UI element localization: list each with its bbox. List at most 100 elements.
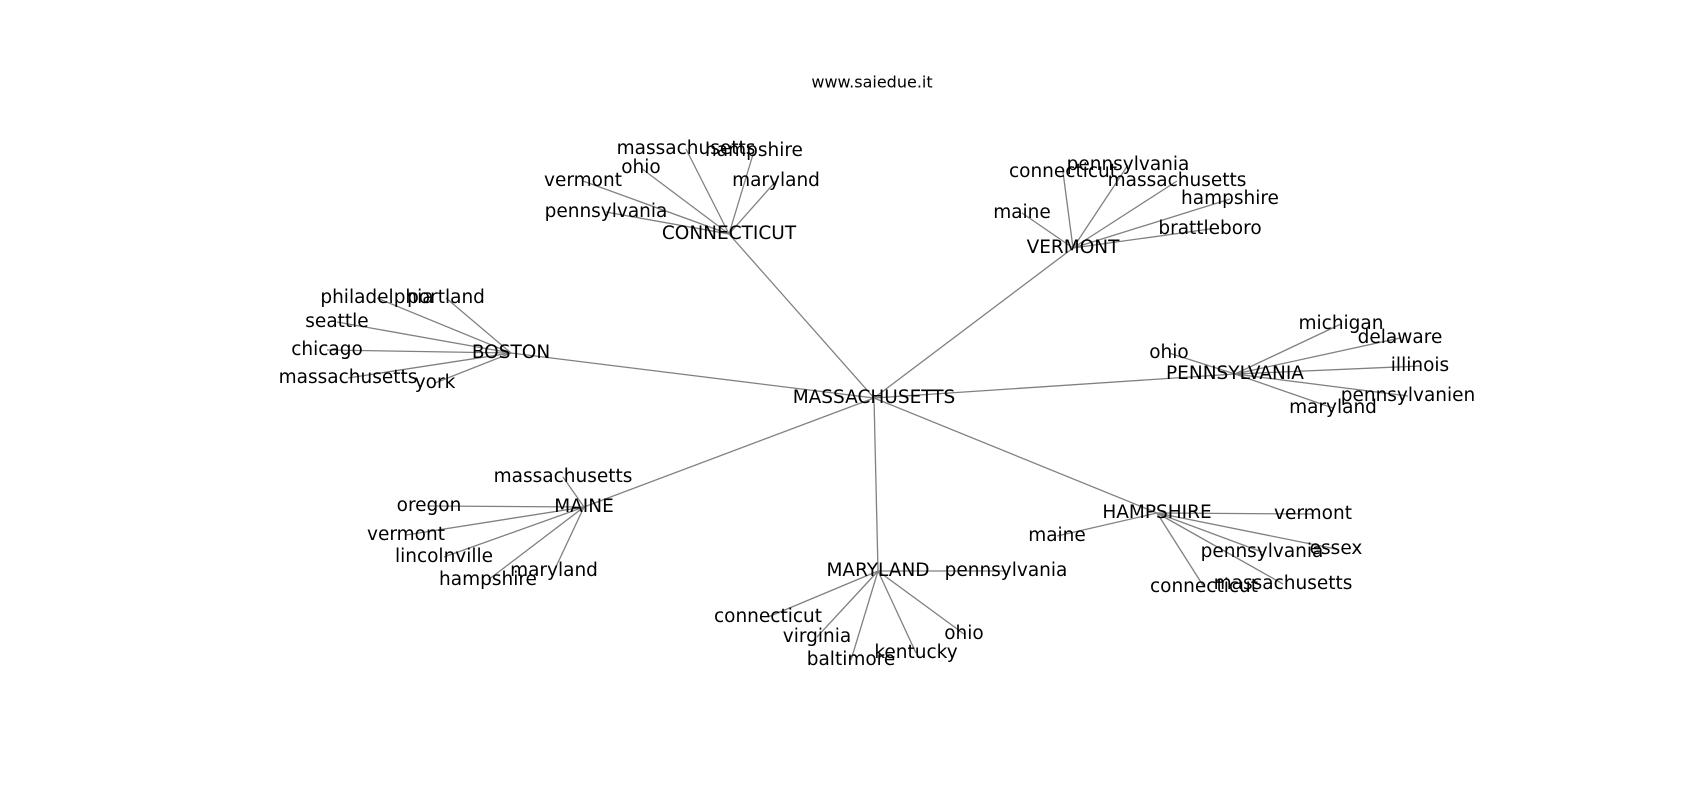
edge-maryland-ohio	[877, 570, 965, 635]
edge-hampshire-pennsylvania	[1156, 512, 1263, 553]
edge-vermont-pennsylvania	[1072, 164, 1129, 249]
hub-node-connecticut: CONNECTICUT	[662, 223, 797, 244]
leaf-node-maryland-kentucky: kentucky	[874, 642, 957, 663]
edge-pennsylvania-illinois	[1234, 365, 1421, 375]
leaf-node-hampshire-vermont: vermont	[1274, 503, 1352, 524]
edge-hampshire-maine	[1056, 512, 1158, 537]
leaf-node-vermont-massachusetts: massachusetts	[1108, 170, 1247, 191]
leaf-node-connecticut-massachusetts: massachusetts	[617, 138, 756, 159]
edge-boston-portland	[445, 297, 512, 354]
edge-hampshire-massachusetts	[1156, 512, 1284, 585]
leaf-node-maine-oregon: oregon	[397, 495, 462, 516]
edge-boston-philadelphia	[376, 297, 512, 354]
edge-boston-massachusetts	[347, 352, 512, 379]
leaf-node-pennsylvania-illinois: illinois	[1391, 355, 1449, 376]
leaf-node-pennsylvania-maryland: maryland	[1289, 397, 1377, 418]
leaf-node-hampshire-connecticut: connecticut	[1150, 576, 1258, 597]
edge-maine-hampshire	[487, 506, 585, 581]
leaf-node-connecticut-hampshire: hampshire	[705, 140, 803, 161]
edge-connecticut-hampshire	[728, 150, 755, 235]
leaf-node-hampshire-maine: maine	[1028, 525, 1086, 546]
leaf-node-hampshire-essex: essex	[1310, 538, 1363, 559]
leaf-node-hampshire-massachusetts: massachusetts	[1214, 573, 1353, 594]
edge-vermont-brattleboro	[1072, 228, 1211, 249]
leaf-node-connecticut-pennsylvania: pennsylvania	[545, 201, 668, 222]
leaf-node-connecticut-ohio: ohio	[621, 157, 661, 178]
leaf-node-pennsylvania-michigan: michigan	[1298, 313, 1383, 334]
edge-maryland-kentucky	[877, 570, 917, 654]
leaf-node-boston-chicago: chicago	[291, 339, 363, 360]
edge-maine-massachusetts	[562, 476, 585, 508]
leaf-node-pennsylvania-delaware: delaware	[1358, 327, 1443, 348]
edge-center-maryland	[873, 397, 879, 572]
leaf-node-maryland-pennsylvania: pennsylvania	[945, 560, 1068, 581]
edge-connecticut-massachusetts	[685, 148, 730, 235]
hub-node-boston: BOSTON	[472, 342, 550, 363]
leaf-node-vermont-connecticut: connecticut	[1009, 161, 1117, 182]
watermark-text: www.saiedue.it	[811, 73, 932, 92]
edge-hampshire-connecticut	[1156, 512, 1205, 588]
leaf-node-boston-philadelphia: philadelphia	[320, 287, 433, 308]
edge-pennsylvania-delaware	[1234, 337, 1401, 375]
leaf-node-boston-massachusetts: massachusetts	[279, 367, 418, 388]
edge-hampshire-vermont	[1156, 512, 1314, 515]
leaf-node-vermont-maine: maine	[993, 202, 1051, 223]
center-node-label: MASSACHUSETTS	[793, 387, 956, 408]
edge-pennsylvania-ohio	[1168, 352, 1236, 375]
edge-maine-oregon	[428, 505, 585, 508]
edge-center-pennsylvania	[873, 373, 1236, 399]
edge-connecticut-maryland	[728, 180, 777, 235]
leaf-node-connecticut-vermont: vermont	[544, 170, 622, 191]
edge-maryland-baltimore	[850, 570, 879, 661]
edge-vermont-connecticut	[1062, 171, 1074, 249]
leaf-node-maryland-virginia: virginia	[783, 626, 851, 647]
edge-boston-chicago	[326, 349, 512, 354]
leaf-node-maryland-connecticut: connecticut	[714, 606, 822, 627]
edge-connecticut-vermont	[582, 180, 730, 235]
hub-node-pennsylvania: PENNSYLVANIA	[1166, 363, 1304, 384]
hub-node-hampshire: HAMPSHIRE	[1102, 502, 1211, 523]
edge-vermont-hampshire	[1072, 198, 1231, 249]
labels-layer: www.saiedue.it MASSACHUSETTS CONNECTICUT m…	[279, 73, 1476, 671]
leaf-node-maine-vermont: vermont	[367, 524, 445, 545]
leaf-node-vermont-brattleboro: brattleboro	[1158, 218, 1261, 239]
edge-connecticut-ohio	[640, 167, 730, 235]
edge-vermont-maine	[1021, 212, 1074, 249]
leaf-node-connecticut-maryland: maryland	[732, 170, 820, 191]
edge-boston-york	[434, 352, 512, 384]
leaf-node-boston-york: york	[415, 372, 456, 393]
leaf-node-maine-maryland: maryland	[510, 560, 598, 581]
leaf-node-boston-seattle: seattle	[305, 311, 368, 332]
leaf-node-pennsylvania-pennsylvanien: pennsylvanien	[1341, 385, 1476, 406]
edge-center-hampshire	[873, 397, 1158, 514]
leaf-node-boston-portland: portland	[407, 287, 485, 308]
hub-node-vermont: VERMONT	[1027, 237, 1121, 258]
edge-pennsylvania-maryland	[1234, 373, 1334, 409]
leaf-node-maryland-baltimore: baltimore	[807, 649, 896, 670]
hub-node-maine: MAINE	[554, 496, 614, 517]
edge-hampshire-essex	[1156, 512, 1337, 550]
edge-maine-maryland	[553, 506, 585, 572]
edge-center-vermont	[873, 247, 1074, 399]
edge-maryland-connecticut	[767, 570, 879, 618]
edge-maine-lincolnville	[443, 506, 585, 558]
edge-maine-vermont	[405, 506, 585, 536]
leaf-node-maine-hampshire: hampshire	[439, 569, 537, 590]
leaf-node-vermont-pennsylvania: pennsylvania	[1067, 154, 1190, 175]
edge-pennsylvania-michigan	[1234, 323, 1342, 375]
edge-boston-seattle	[336, 321, 512, 354]
leaf-node-vermont-hampshire: hampshire	[1181, 188, 1279, 209]
edge-maryland-virginia	[816, 570, 879, 638]
leaf-node-pennsylvania-ohio: ohio	[1149, 342, 1189, 363]
leaf-node-maryland-ohio: ohio	[944, 623, 984, 644]
edge-center-maine	[583, 397, 875, 508]
leaf-node-hampshire-pennsylvania: pennsylvania	[1201, 541, 1324, 562]
hub-node-maryland: MARYLAND	[826, 560, 929, 581]
leaf-node-maine-massachusetts: massachusetts	[494, 466, 633, 487]
leaf-node-maine-lincolnville: lincolnville	[395, 546, 493, 567]
edge-connecticut-pennsylvania	[605, 211, 730, 235]
edge-vermont-massachusetts	[1072, 180, 1178, 249]
edge-center-boston	[510, 352, 875, 399]
edge-center-connecticut	[728, 233, 875, 399]
